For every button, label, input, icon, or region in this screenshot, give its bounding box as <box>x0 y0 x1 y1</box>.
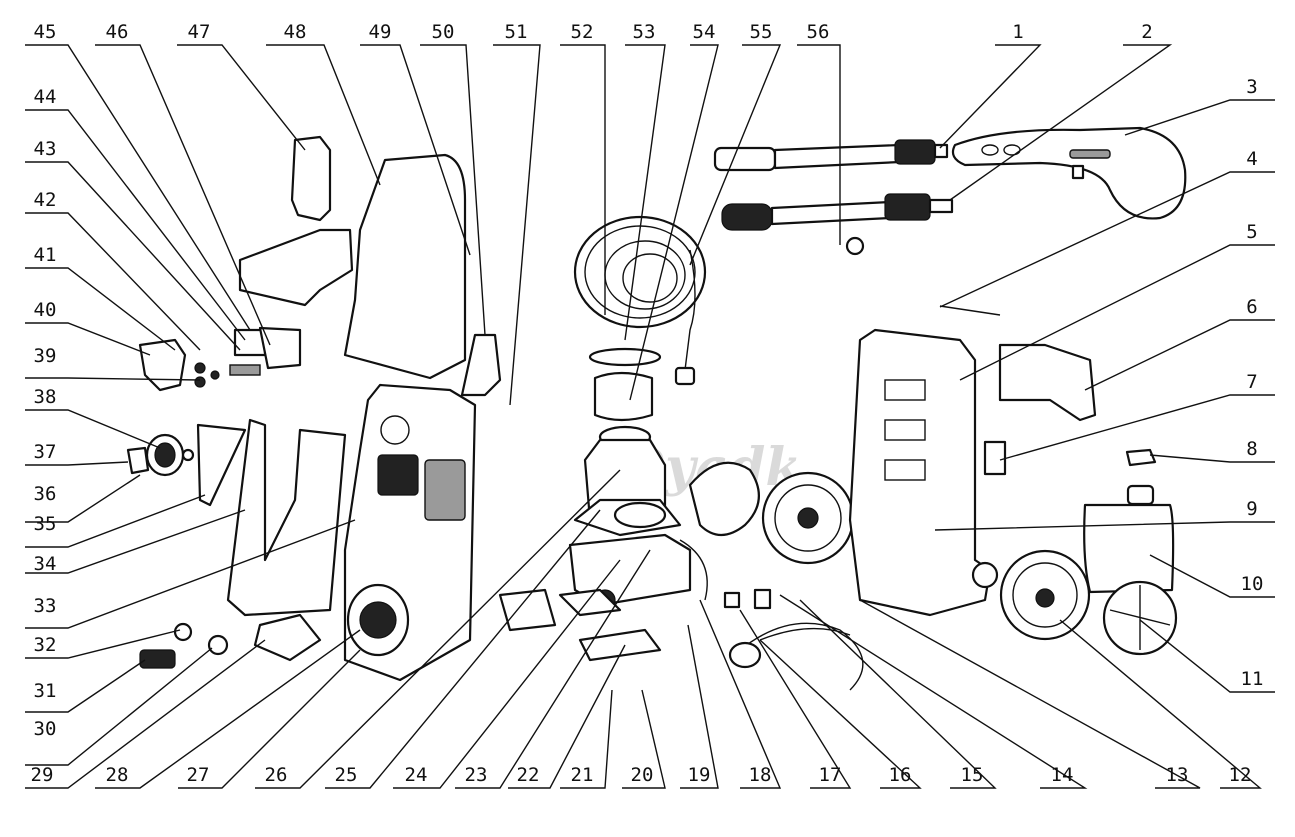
callout-44: 44 <box>34 86 57 108</box>
hose-reel <box>573 215 707 422</box>
callout-35: 35 <box>34 513 57 535</box>
callout-52: 52 <box>571 21 594 43</box>
inlet-connector <box>139 613 322 669</box>
callout-45: 45 <box>34 21 57 43</box>
callout-11: 11 <box>1241 668 1264 690</box>
motor-pump <box>498 425 708 662</box>
callout-13: 13 <box>1166 764 1189 786</box>
callout-2: 2 <box>1141 21 1152 43</box>
callout-1: 1 <box>1012 21 1023 43</box>
cord-hook <box>460 333 502 397</box>
callout-22: 22 <box>517 764 540 786</box>
callout-49: 49 <box>369 21 392 43</box>
callout-16: 16 <box>889 764 912 786</box>
callout-33: 33 <box>34 595 57 617</box>
switch-assembly <box>138 326 302 392</box>
spray-lance <box>713 139 949 172</box>
callout-47: 47 <box>188 21 211 43</box>
callout-3: 3 <box>1246 76 1257 98</box>
callout-28: 28 <box>106 764 129 786</box>
power-cord <box>723 588 864 691</box>
callout-51: 51 <box>505 21 528 43</box>
callout-56: 56 <box>807 21 830 43</box>
callout-25: 25 <box>335 764 358 786</box>
callout-10: 10 <box>1241 573 1264 595</box>
callout-17: 17 <box>819 764 842 786</box>
callout-46: 46 <box>106 21 129 43</box>
callout-24: 24 <box>405 764 428 786</box>
rear-cover <box>343 153 467 380</box>
pressure-knob <box>126 433 195 477</box>
callout-30: 30 <box>34 718 57 740</box>
callout-8: 8 <box>1246 438 1257 460</box>
ball <box>845 236 865 256</box>
control-panel <box>196 423 247 507</box>
callout-23: 23 <box>465 764 488 786</box>
callout-14: 14 <box>1051 764 1074 786</box>
callout-21: 21 <box>571 764 594 786</box>
callout-31: 31 <box>34 680 57 702</box>
callout-9: 9 <box>1246 498 1257 520</box>
callout-32: 32 <box>34 634 57 656</box>
callout-42: 42 <box>34 189 57 211</box>
callout-27: 27 <box>187 764 210 786</box>
callout-34: 34 <box>34 553 57 575</box>
callout-12: 12 <box>1229 764 1252 786</box>
callout-6: 6 <box>1246 296 1257 318</box>
turbo-lance <box>721 193 954 231</box>
callout-53: 53 <box>633 21 656 43</box>
callout-54: 54 <box>693 21 716 43</box>
callout-4: 4 <box>1246 148 1257 170</box>
callout-19: 19 <box>688 764 711 786</box>
rear-wheel <box>688 461 855 565</box>
main-housing-front <box>343 383 477 682</box>
callout-15: 15 <box>961 764 984 786</box>
handle-bracket <box>998 343 1097 422</box>
front-wheel <box>999 549 1091 641</box>
callout-labels: 45 46 47 48 49 50 51 52 53 54 55 56 1 2 … <box>31 21 1264 786</box>
callout-7: 7 <box>1246 371 1257 393</box>
hose-holder <box>238 135 354 307</box>
callout-20: 20 <box>631 764 654 786</box>
callout-37: 37 <box>34 441 57 463</box>
callout-39: 39 <box>34 345 57 367</box>
callout-43: 43 <box>34 138 57 160</box>
leader-lines <box>25 44 1275 789</box>
trigger-gun <box>951 126 1187 220</box>
callout-40: 40 <box>34 299 57 321</box>
hub-cap <box>1102 580 1178 656</box>
callout-48: 48 <box>284 21 307 43</box>
seal-line <box>939 305 1001 316</box>
callout-26: 26 <box>265 764 288 786</box>
callout-5: 5 <box>1246 221 1257 243</box>
front-cover <box>226 418 347 617</box>
callout-18: 18 <box>749 764 772 786</box>
detergent-tank <box>1083 484 1175 594</box>
callout-41: 41 <box>34 244 57 266</box>
callout-55: 55 <box>750 21 773 43</box>
callout-38: 38 <box>34 386 57 408</box>
label-plate <box>983 440 1007 476</box>
callout-36: 36 <box>34 483 57 505</box>
callout-29: 29 <box>31 764 54 786</box>
tank-cap <box>1125 448 1157 467</box>
callout-50: 50 <box>432 21 455 43</box>
main-housing-rear <box>848 328 999 617</box>
